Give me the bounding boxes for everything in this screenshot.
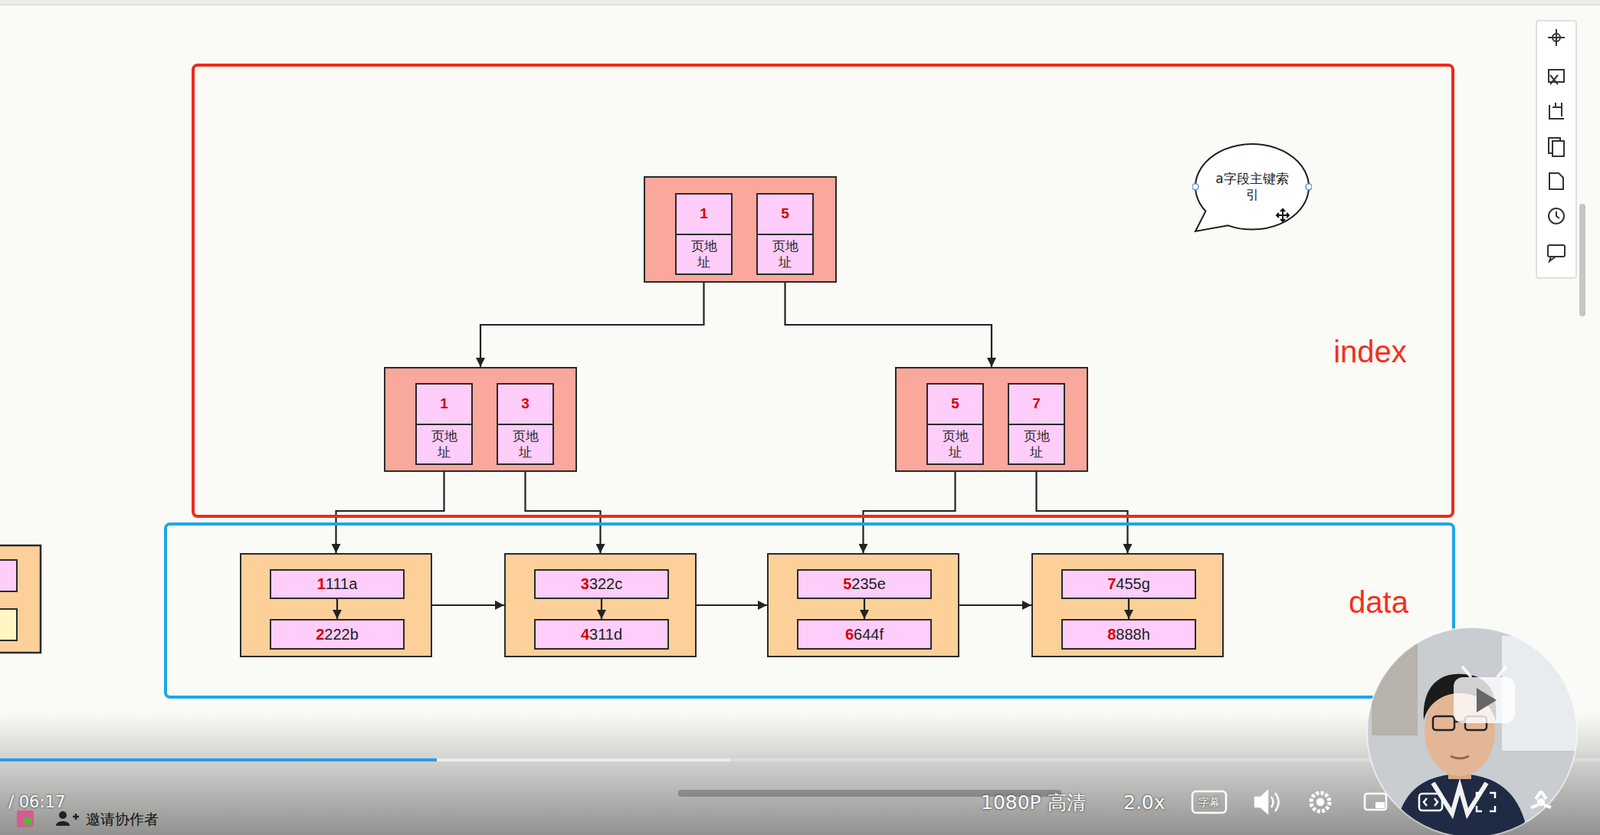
key-number: 1 (699, 205, 709, 223)
data-record: 1111a (269, 569, 405, 600)
record-text: 6644f (845, 626, 884, 644)
pointer-arrow (863, 599, 866, 620)
pointer-arrow (336, 599, 338, 620)
page-fill (643, 176, 837, 283)
pointer-arrow (959, 604, 1032, 607)
data-record: 2222b (269, 619, 405, 650)
data-page: 5235e 6644f (767, 553, 960, 658)
record-text: 5235e (842, 575, 886, 594)
page-fill (504, 553, 697, 658)
index-page: 1 页地址 3 页地址 (383, 367, 578, 473)
top-strip (0, 0, 1600, 5)
record-text: 3322c (580, 575, 623, 594)
quality-setting: 1080P 高清 (980, 791, 1086, 814)
page-address: 页地址 (689, 238, 719, 270)
record-text: 2222b (315, 626, 359, 644)
key-number: 3 (521, 395, 530, 413)
data-page: 1111a 2222b (239, 553, 433, 658)
key-number: 5 (950, 395, 960, 413)
page-fill (895, 367, 1089, 473)
key-pointer-cell: 7 页地址 (1007, 383, 1066, 466)
webcam-video (1363, 624, 1587, 835)
side-toolbar (1536, 20, 1577, 279)
region-label: index (1333, 334, 1407, 369)
pointer-arrow (696, 604, 768, 607)
record-text: 1111a (317, 575, 358, 594)
key-number: 7 (1032, 395, 1041, 413)
callout-bubble: a字段主键索引 (1192, 140, 1312, 235)
video-time: / 06:17 (8, 793, 66, 812)
buffer-bar (0, 758, 730, 762)
pointer-arrow (525, 472, 601, 554)
data-record: 8888h (1061, 619, 1197, 650)
record-text: 8888h (1107, 626, 1151, 644)
page-address: 页地址 (940, 428, 971, 460)
controls-shade (0, 712, 1600, 835)
page-address: 页地址 (429, 428, 460, 460)
data-page: 3322c 4311d (504, 553, 697, 658)
data-record: 3322c (534, 569, 669, 600)
invite-icon (55, 811, 79, 827)
page-fill (1031, 553, 1224, 658)
partial-page-box (0, 545, 41, 653)
pointer-arrow (600, 599, 603, 620)
pointer-arrow (863, 472, 956, 554)
player-icons (1192, 791, 1551, 814)
pointer-arrow (336, 472, 445, 554)
key-pointer-cell: 5 页地址 (926, 383, 984, 466)
pointer-arrow (785, 282, 993, 368)
record-text: 7455g (1107, 575, 1151, 594)
page-address: 页地址 (1022, 428, 1052, 460)
key-pointer-cell: 3 页地址 (496, 383, 555, 466)
region-label: data (1348, 585, 1409, 620)
key-number: 5 (780, 205, 790, 223)
pointer-arrow (432, 604, 505, 607)
key-number: 1 (439, 395, 449, 413)
data-record: 4311d (534, 619, 669, 650)
pointer-arrow (1127, 599, 1130, 620)
top-strip-edge (0, 4, 1600, 6)
progress-bar (0, 758, 437, 762)
key-pointer-cell: 5 页地址 (756, 193, 814, 276)
data-record: 5235e (796, 569, 932, 600)
data-record: 6644f (796, 619, 932, 650)
scrollbar (1579, 203, 1586, 317)
page-address: 页地址 (770, 238, 800, 270)
invite-button: 邀请协作者 (85, 810, 159, 828)
subtitle-toggle: 字幕 (1198, 796, 1220, 809)
page-address: 页地址 (511, 428, 541, 460)
page-fill (239, 553, 433, 658)
data-page: 7455g 8888h (1031, 553, 1224, 658)
pointer-arrow (480, 282, 705, 368)
index-region: index 1 页地址 5 页地址 a字段主键索引 1 页地址 3 页地址 5 页地址 7 页地址 (191, 63, 1455, 519)
data-record: 7455g (1061, 569, 1197, 600)
page-fill (383, 367, 578, 473)
index-page: 1 页地址 5 页地址 (643, 176, 837, 283)
record-text: 4311d (580, 626, 623, 644)
pointer-arrow (1036, 472, 1128, 554)
user-avatar (16, 810, 34, 828)
key-pointer-cell: 1 页地址 (415, 383, 473, 466)
key-pointer-cell: 1 页地址 (675, 193, 733, 276)
bubble-text: a字段主键索引 (1209, 170, 1296, 204)
index-page: 5 页地址 7 页地址 (895, 367, 1089, 473)
page-fill (767, 553, 960, 658)
playback-speed: 2.0x (1123, 791, 1166, 814)
data-region: data 1111a 2222b 3322c 4311d 5235e 6644f 7455g 8… (163, 522, 1456, 699)
